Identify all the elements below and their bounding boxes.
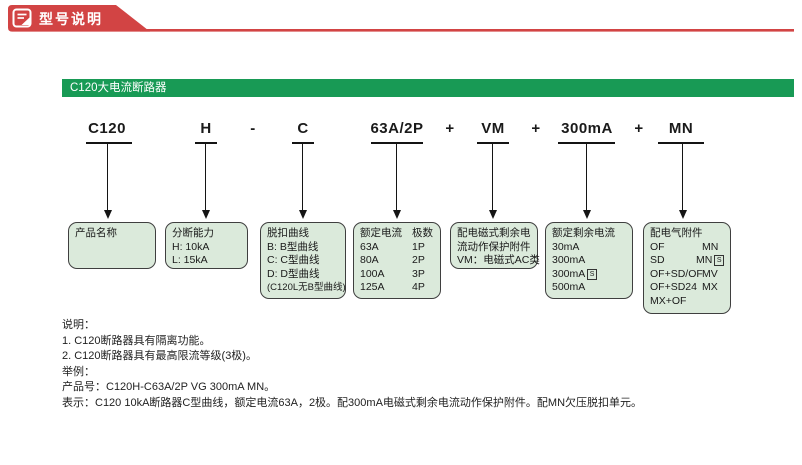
code-underline bbox=[477, 142, 509, 144]
code-underline bbox=[558, 142, 615, 144]
notes-label: 说明： bbox=[62, 319, 95, 331]
token-dash: - bbox=[250, 120, 256, 137]
col-header-poles: 极数 bbox=[412, 227, 433, 239]
box-line: D: D型曲线 bbox=[267, 267, 320, 280]
token-300ma: 300mA bbox=[561, 120, 613, 137]
token-c120: C120 bbox=[88, 120, 126, 137]
arrow-head-icon bbox=[299, 210, 307, 219]
box-line: (C120L无B型曲线) bbox=[267, 282, 346, 293]
box-title: 脱扣曲线 bbox=[267, 227, 309, 239]
box-title: 额定剩余电流 bbox=[552, 227, 615, 239]
product-meaning: 表示：C120 10kA断路器C型曲线，额定电流63A，2极。配300mA电磁式… bbox=[62, 396, 643, 409]
section-title: C120大电流断路器 bbox=[70, 82, 167, 94]
code-underline bbox=[195, 142, 217, 144]
document-icon bbox=[12, 8, 32, 28]
box-rcd-accessory: 配电磁式剩余电 流动作保护附件 VM：电磁式AC类 bbox=[450, 222, 540, 269]
arrow-head-icon bbox=[202, 210, 210, 219]
arrow-line bbox=[396, 144, 397, 210]
token-plus-1: + bbox=[445, 120, 455, 137]
arrow-line bbox=[205, 144, 206, 210]
code-underline bbox=[658, 142, 704, 144]
code-underline bbox=[371, 142, 423, 144]
col-header-current: 额定电流 bbox=[360, 227, 402, 239]
box-title: 分断能力 bbox=[172, 227, 214, 239]
token-mn: MN bbox=[668, 120, 694, 137]
box-line: B: B型曲线 bbox=[267, 240, 319, 253]
code-underline bbox=[86, 142, 132, 144]
box-title: 配电气附件 bbox=[650, 227, 703, 239]
arrow-head-icon bbox=[583, 210, 591, 219]
note-1: 1. C120断路器具有隔离功能。 bbox=[62, 334, 211, 347]
arrow-head-icon bbox=[489, 210, 497, 219]
header-banner bbox=[8, 5, 794, 32]
box-line: VM：电磁式AC类 bbox=[457, 254, 540, 266]
arrow-line bbox=[586, 144, 587, 210]
box-title: 产品名称 bbox=[75, 227, 117, 239]
token-plus-2: + bbox=[531, 120, 541, 137]
box-line: C: C型曲线 bbox=[267, 254, 320, 266]
box-line: 配电磁式剩余电 bbox=[457, 227, 531, 239]
token-63a-2p: 63A/2P bbox=[370, 120, 424, 137]
header-rule bbox=[140, 29, 794, 32]
table-row: MX+OF bbox=[650, 294, 687, 307]
token-c: C bbox=[297, 120, 309, 137]
note-2: 2. C120断路器具有最高限流等级(3极)。 bbox=[62, 350, 257, 362]
box-line: L: 15kA bbox=[172, 254, 208, 266]
token-h: H bbox=[200, 120, 212, 137]
code-underline bbox=[292, 142, 314, 144]
selective-s-badge: S bbox=[587, 268, 597, 280]
arrow-line bbox=[492, 144, 493, 210]
token-vm: VM bbox=[481, 120, 505, 137]
box-line: 500mA bbox=[552, 281, 586, 293]
arrow-head-icon bbox=[679, 210, 687, 219]
arrow-line bbox=[302, 144, 303, 210]
product-number: 产品号：C120H-C63A/2P VG 300mA MN。 bbox=[62, 381, 276, 393]
box-product-name: 产品名称 bbox=[68, 222, 156, 269]
box-line: H: 10kA bbox=[172, 240, 210, 253]
arrow-line bbox=[682, 144, 683, 210]
notes-section: 说明： 1. C120断路器具有隔离功能。 2. C120断路器具有最高限流等级… bbox=[62, 318, 642, 411]
example-label: 举例： bbox=[62, 365, 95, 378]
box-line: 30mA bbox=[552, 240, 580, 253]
arrow-head-icon bbox=[393, 210, 401, 219]
page-title: 型号说明 bbox=[39, 11, 103, 27]
box-line: 300mA bbox=[552, 254, 586, 266]
selective-s-badge: S bbox=[714, 255, 724, 266]
arrow-line bbox=[107, 144, 108, 210]
token-plus-3: + bbox=[634, 120, 644, 137]
box-breaking-capacity: 分断能力 H: 10kA L: 15kA bbox=[165, 222, 248, 269]
box-line: 流动作保护附件 bbox=[457, 240, 531, 253]
section-header: C120大电流断路器 bbox=[62, 79, 794, 97]
arrow-head-icon bbox=[104, 210, 112, 219]
box-trip-curve: 脱扣曲线 B: B型曲线 C: C型曲线 D: D型曲线 (C120L无B型曲线… bbox=[260, 222, 346, 299]
